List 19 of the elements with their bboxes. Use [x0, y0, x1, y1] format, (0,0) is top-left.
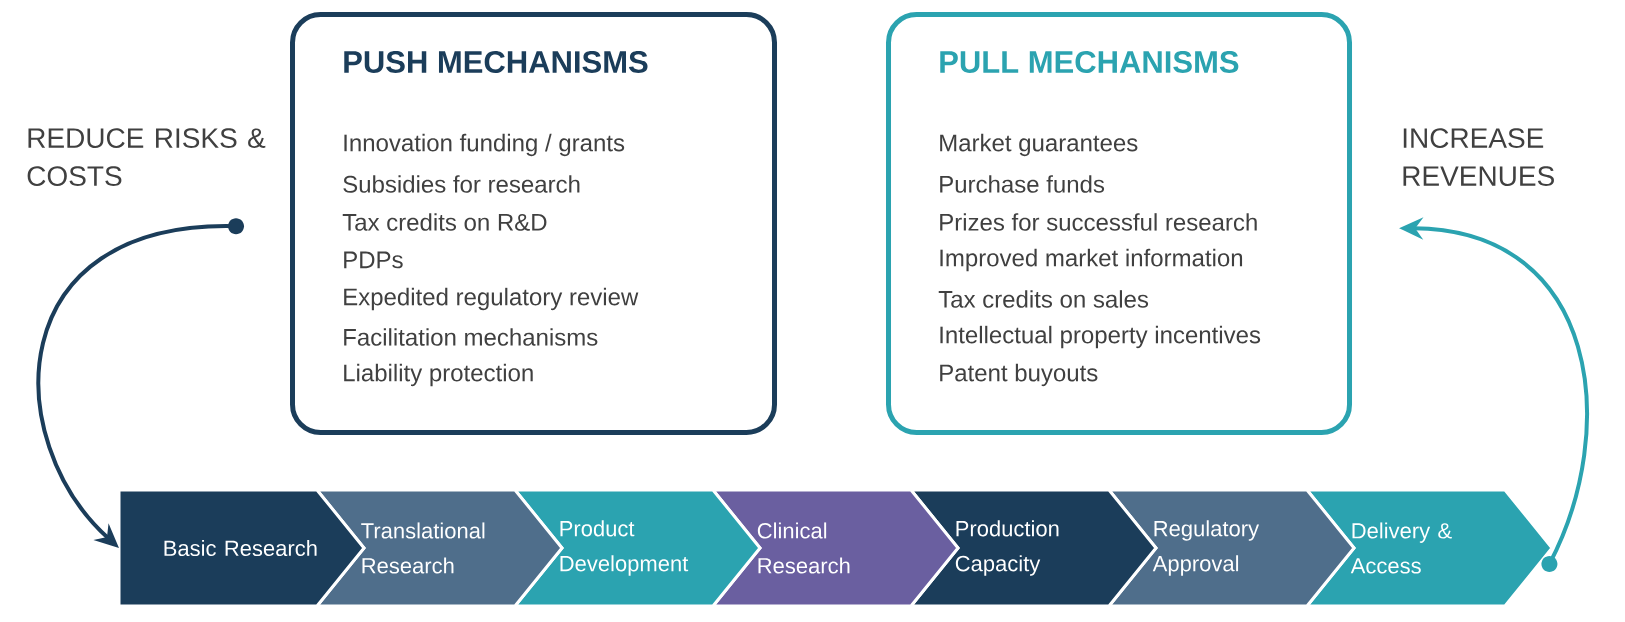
list-item: Tax credits on R&D — [342, 213, 547, 231]
list-item: Prizes for successful research — [940, 213, 1257, 231]
list-item: Innovation funding / grants — [344, 133, 625, 157]
list-item: Subsidies for research — [343, 175, 580, 193]
list-item: Facilitation mechanisms — [344, 328, 598, 346]
list-item: Intellectual property incentives — [940, 325, 1261, 349]
list-item: Expedited regulatory review — [344, 287, 639, 311]
list-item: Improved market information — [940, 248, 1243, 272]
list-item: Purchase funds — [940, 175, 1105, 193]
list-item: Patent buyouts — [940, 363, 1098, 387]
box-heading: PUSH MECHANISMS — [344, 51, 648, 73]
list-item: Tax credits on sales — [938, 290, 1149, 308]
box-heading: PULL MECHANISMS — [940, 51, 1239, 73]
process-step: Delivery & Access — [1303, 488, 1554, 608]
list-item: PDPs — [344, 251, 403, 269]
side-label: INCREASE REVENUES — [1403, 128, 1554, 186]
list-item: Market guarantees — [940, 133, 1138, 157]
side-label: REDUCE RISKS & COSTS — [27, 128, 266, 186]
list-item: Liability protection — [344, 363, 533, 387]
